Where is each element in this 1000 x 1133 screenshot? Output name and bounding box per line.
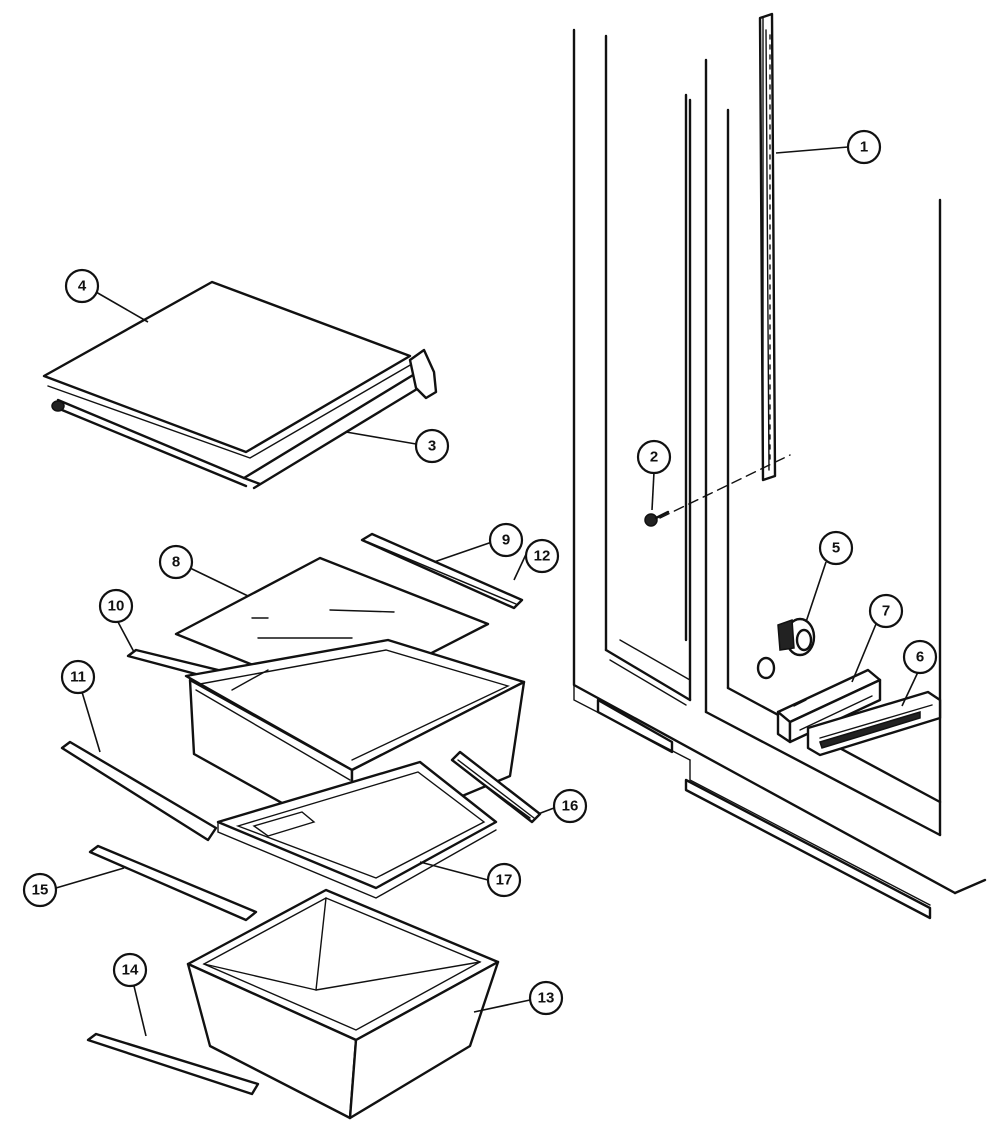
trim-left — [60, 740, 218, 842]
callout-17: 17 — [486, 862, 522, 898]
callout-14: 14 — [112, 952, 148, 988]
light-socket — [756, 617, 816, 680]
callout-9: 9 — [488, 522, 524, 558]
pan-cover — [216, 760, 498, 899]
callout-8-label: 8 — [172, 554, 180, 571]
callout-6-label: 6 — [916, 649, 924, 666]
callout-11: 11 — [60, 659, 96, 695]
callout-16-label: 16 — [562, 798, 579, 815]
callout-15-label: 15 — [32, 882, 49, 899]
trim-rear — [360, 532, 524, 610]
callout-7-label: 7 — [882, 603, 890, 620]
control-housing — [806, 690, 942, 757]
callout-11-label: 11 — [70, 669, 86, 686]
callout-12-label: 12 — [534, 548, 551, 565]
callout-4: 4 — [64, 268, 100, 304]
callout-14-label: 14 — [122, 962, 139, 979]
screw — [644, 454, 791, 527]
glass-shelf — [42, 280, 413, 459]
callout-12: 12 — [524, 538, 560, 574]
shelf-frame — [51, 348, 438, 490]
callout-8: 8 — [158, 544, 194, 580]
callout-16: 16 — [552, 788, 588, 824]
callout-6: 6 — [902, 639, 938, 675]
callout-3: 3 — [414, 428, 450, 464]
trim-lower — [88, 844, 258, 922]
callout-15: 15 — [22, 872, 58, 908]
cabinet-liner — [572, 28, 987, 920]
callout-13-label: 13 — [538, 990, 555, 1007]
callout-5: 5 — [818, 530, 854, 566]
lower-pan — [186, 888, 500, 1120]
callout-17-label: 17 — [496, 872, 513, 889]
callout-2-label: 2 — [650, 449, 658, 466]
callout-1: 1 — [846, 129, 882, 165]
callout-1-label: 1 — [860, 139, 868, 156]
callout-2: 2 — [636, 439, 672, 475]
callout-13: 13 — [528, 980, 564, 1016]
callout-10-label: 10 — [108, 598, 125, 615]
callout-3-label: 3 — [428, 438, 436, 455]
trim-bottom — [86, 1032, 260, 1096]
callouts: 1 2 3 4 5 6 7 8 9 10 11 12 13 14 15 16 1… — [22, 129, 938, 1016]
callout-5-label: 5 — [832, 540, 840, 557]
callout-4-label: 4 — [78, 278, 87, 295]
callout-9-label: 9 — [502, 532, 510, 549]
callout-7: 7 — [868, 593, 904, 629]
shelf-ladder — [758, 12, 777, 482]
callout-10: 10 — [98, 588, 134, 624]
